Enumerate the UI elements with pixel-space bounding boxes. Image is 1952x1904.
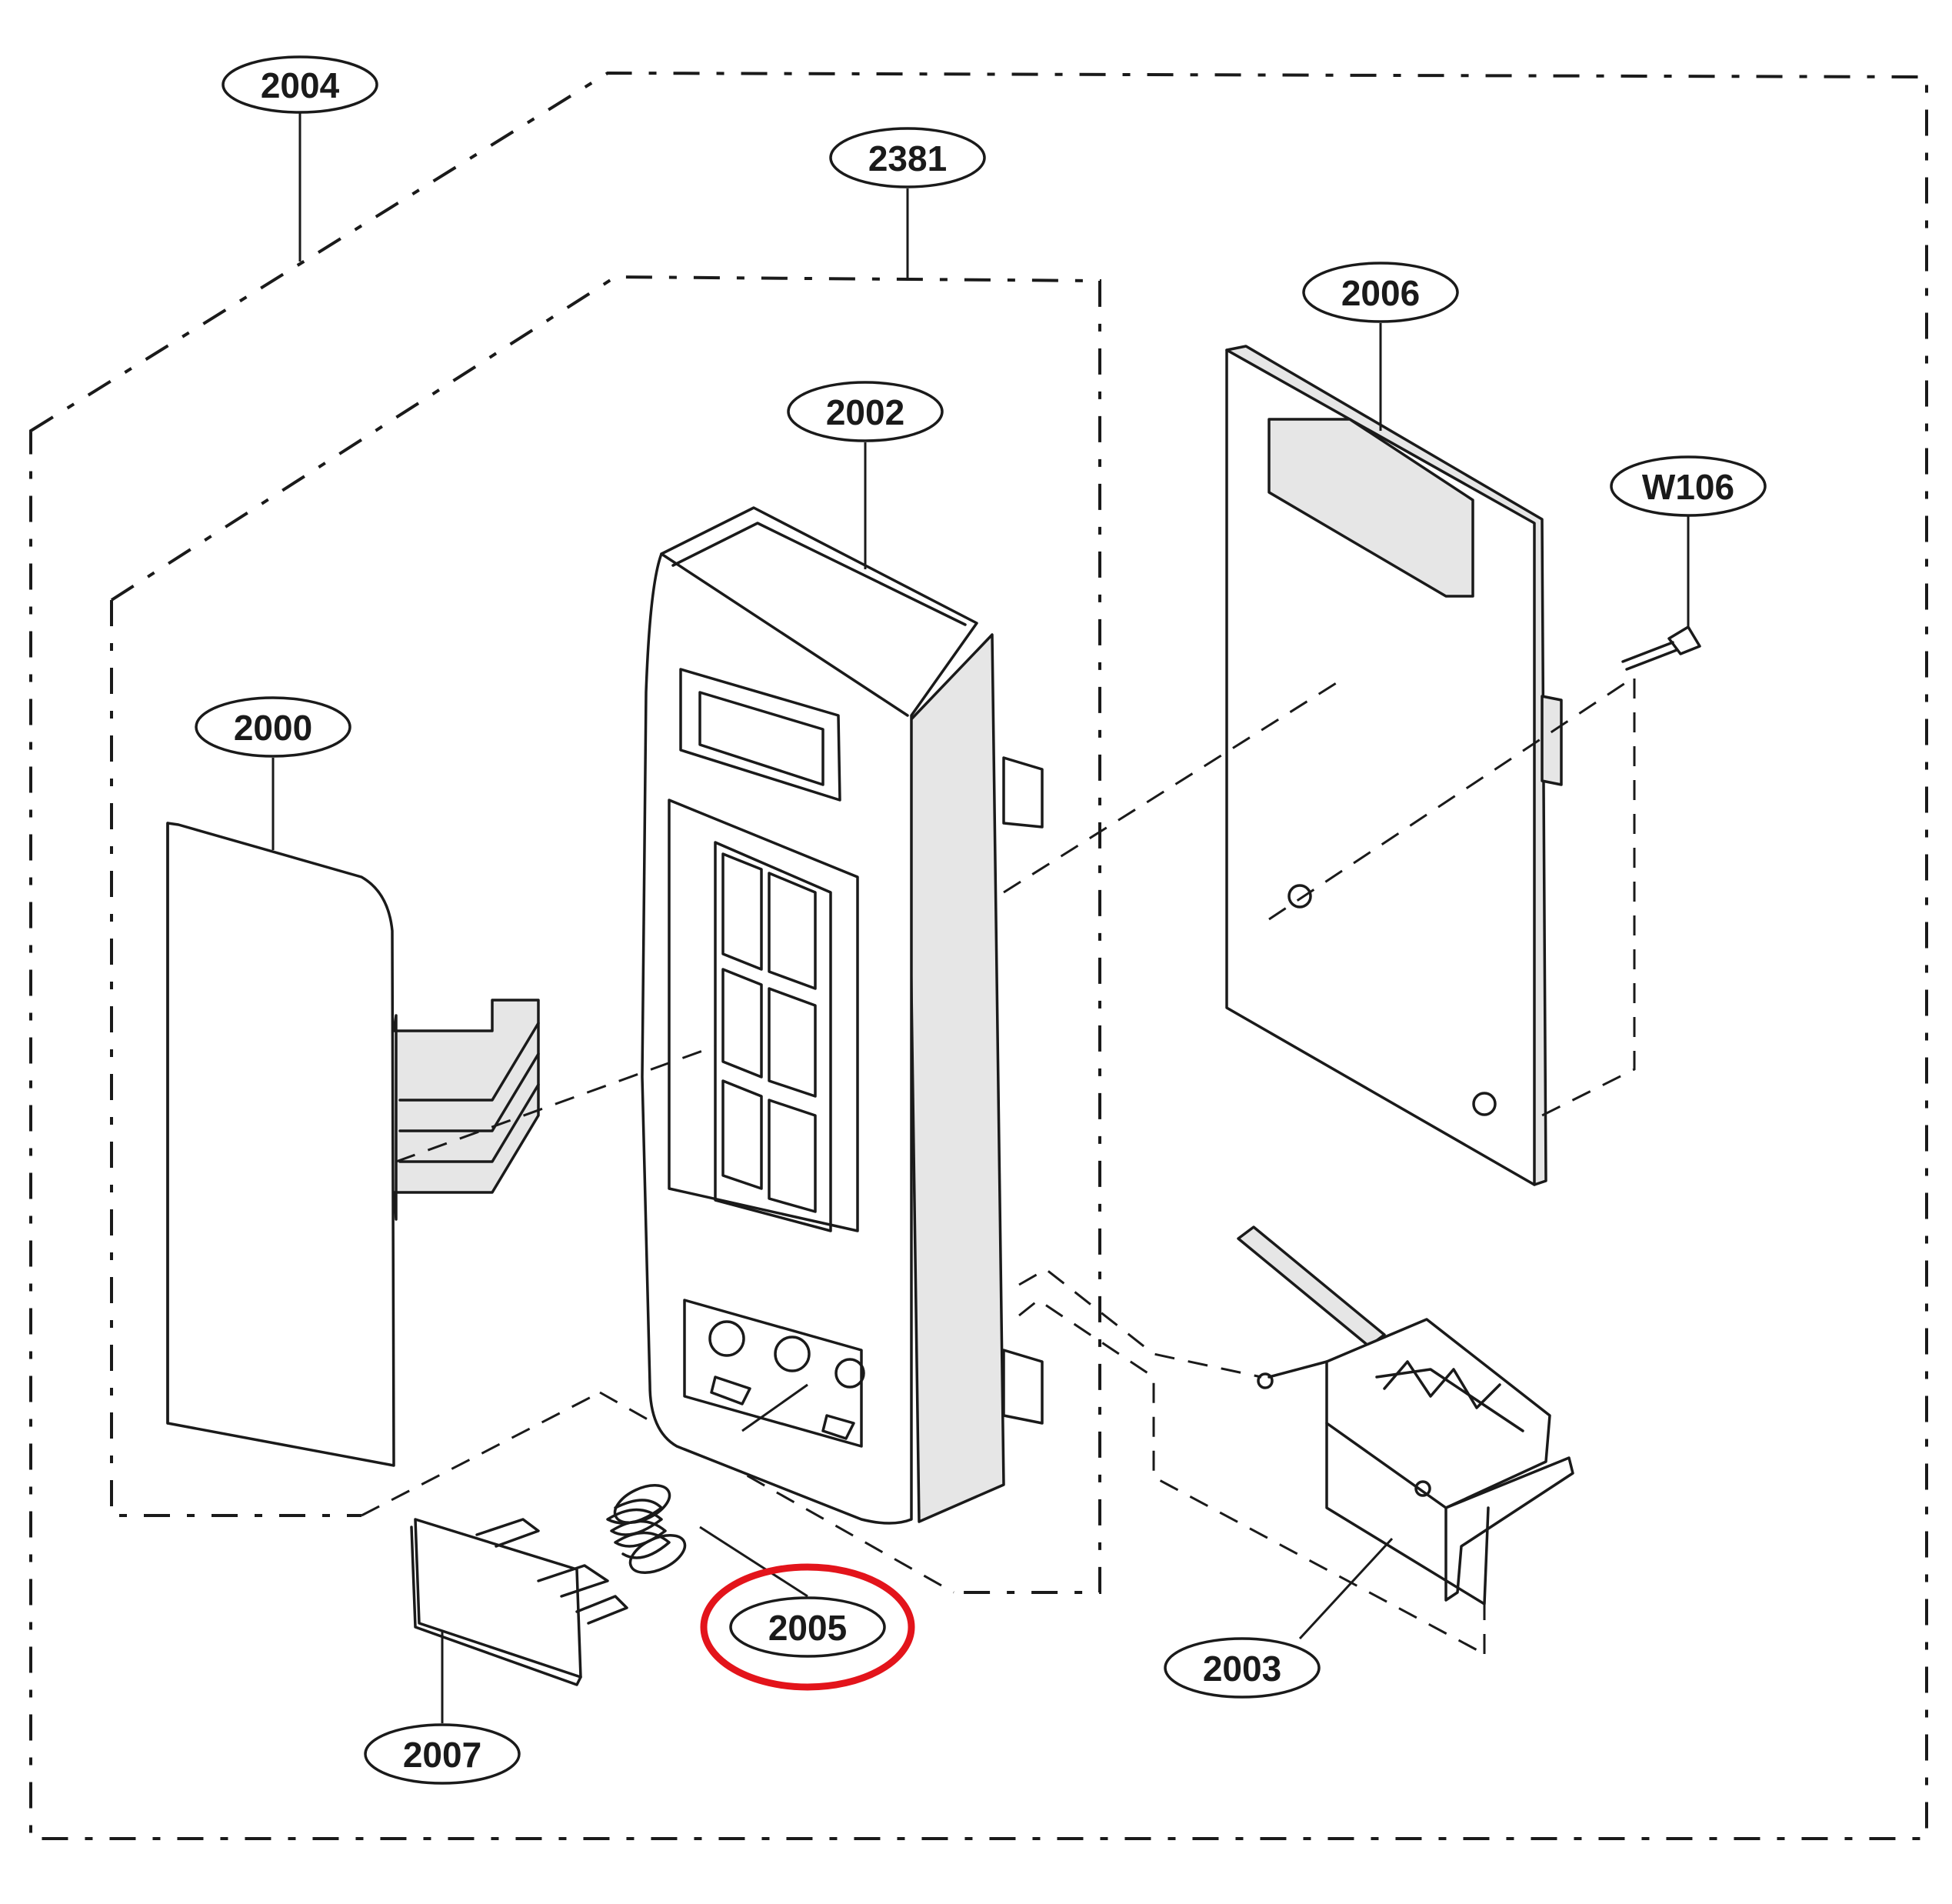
callout-label: 2381 <box>868 138 947 178</box>
part-w106-screw <box>1621 625 1701 671</box>
part-2005-spring <box>606 1484 687 1574</box>
callout-2381: 2381 <box>829 127 986 188</box>
leader-lines <box>271 112 1690 1723</box>
highlight-circle <box>700 1563 915 1691</box>
assembly-lines <box>395 675 1636 1656</box>
callout-w106: W106 <box>1610 455 1767 517</box>
callout-label: W106 <box>1642 467 1734 507</box>
part-2000-membrane <box>166 822 540 1467</box>
outer-assembly-boundary <box>29 71 1928 1840</box>
callout-label: 2007 <box>403 1735 481 1775</box>
callout-label: 2004 <box>261 65 340 105</box>
callout-label: 2000 <box>234 708 312 748</box>
callout-2002: 2002 <box>787 381 944 442</box>
callout-2003: 2003 <box>1164 1637 1321 1699</box>
part-2003-latch <box>1237 1225 1574 1606</box>
callout-2006: 2006 <box>1302 262 1459 323</box>
callout-2005: 2005 <box>729 1596 886 1658</box>
callout-label: 2002 <box>826 392 904 432</box>
callout-label: 2003 <box>1203 1649 1281 1689</box>
callout-label: 2005 <box>768 1608 847 1648</box>
callout-2007: 2007 <box>364 1723 521 1785</box>
callout-2004: 2004 <box>222 55 378 114</box>
part-2006-pcb <box>1225 345 1563 1186</box>
callout-label: 2006 <box>1341 273 1420 313</box>
part-2002-control-panel <box>641 506 1044 1525</box>
part-2007-push-button <box>410 1518 628 1686</box>
callout-2000: 2000 <box>195 696 351 758</box>
